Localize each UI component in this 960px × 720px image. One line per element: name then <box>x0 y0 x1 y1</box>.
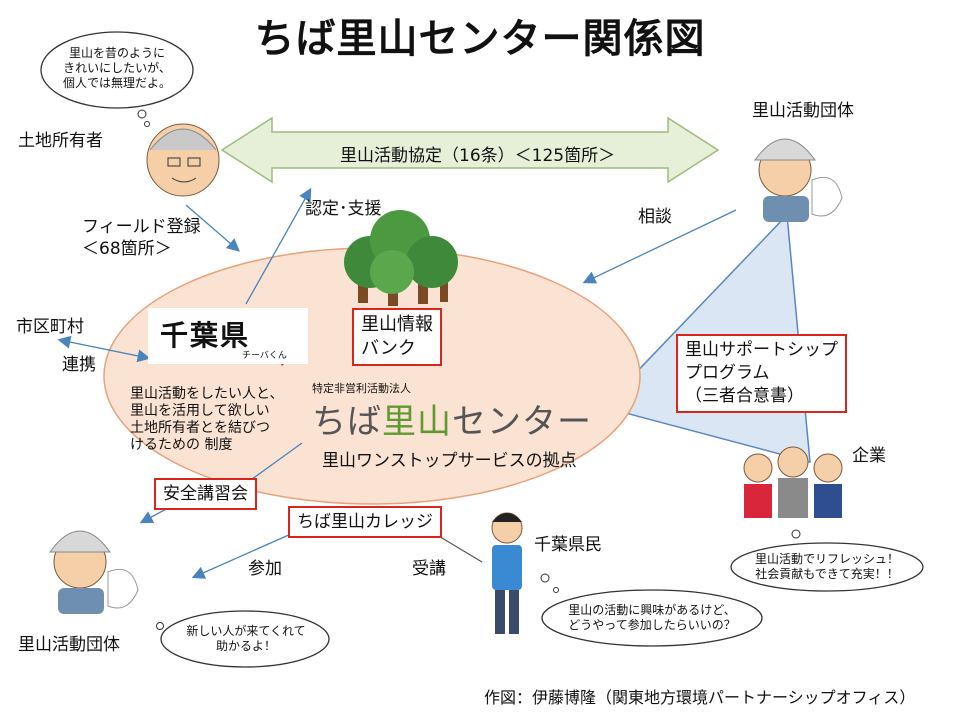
center-name-part2: 里山 <box>382 402 452 442</box>
college-box: ちば里山カレッジ <box>288 506 442 538</box>
page-title: ちば里山センター関係図 <box>254 16 706 62</box>
forest-illustration <box>344 210 458 306</box>
citizen-bubble-dot-small <box>553 587 559 593</box>
citizen-illustration <box>491 512 523 634</box>
arrow-municipality-pref <box>57 335 151 363</box>
support-program-line2: プログラム <box>685 363 770 383</box>
group-bubble-dot <box>156 622 164 630</box>
landowner-bubble-text: 里山を昔のように きれいにしたいが、 個人では無理だよ。 <box>62 46 171 90</box>
support-program-box: 里山サポートシップ プログラム （三者合意書） <box>676 334 847 413</box>
municipality-label: 市区町村 <box>16 317 84 337</box>
info-bank-box: 里山情報 バンク <box>352 308 442 366</box>
certify-support-label: 認定･支援 <box>305 199 382 219</box>
line-center-to-safety <box>247 442 303 483</box>
landowner-label: 土地所有者 <box>18 131 103 151</box>
landowner-illustration <box>146 123 220 197</box>
credit-text: 作図：伊藤博隆（関東地方環境パートナーシップオフィス） <box>484 688 916 707</box>
group-bubble-cloud <box>160 610 330 668</box>
landowner-bubble-dot-small <box>144 121 150 127</box>
cooperation-label: 連携 <box>62 355 96 375</box>
group-bottom-label: 里山活動団体 <box>18 635 120 655</box>
arrow-college-to-group <box>191 529 301 579</box>
info-bank-line2: バンク <box>361 338 416 359</box>
support-program-line1: 里山サポートシップ <box>685 340 838 360</box>
group-top-label: 里山活動団体 <box>752 101 854 121</box>
agreement-label: 里山活動協定（16条）＜125箇所＞ <box>340 146 616 166</box>
chiba-kun-caption: チーバくん <box>242 351 287 361</box>
matching-description: 里山活動をしたい人と、 里山を活用して欲しい 土地所有者とを結びつ けるための … <box>130 386 284 453</box>
center-org-type: 特定非営利活動法人 <box>312 382 411 395</box>
center-name: ちば里山センター <box>312 394 592 443</box>
group-bottom-illustration <box>49 530 139 614</box>
company-bubble-cloud <box>730 542 924 592</box>
field-registration-label: フィールド登録 ＜68箇所＞ <box>82 217 201 259</box>
company-illustration <box>743 446 843 518</box>
center-name-part3: センター <box>452 402 592 442</box>
arrow-pref-to-agreement <box>245 187 312 305</box>
info-bank-line1: 里山情報 <box>361 314 433 335</box>
group-top-illustration <box>754 138 843 222</box>
landowner-bubble-dot <box>137 109 147 119</box>
citizen-bubble-dot <box>540 573 550 583</box>
safety-course-box: 安全講習会 <box>154 478 257 510</box>
center-tagline: 里山ワンストップサービスの拠点 <box>322 451 577 471</box>
citizen-bubble-text: 里山の活動に興味があるけど、 どうやって参加したらいいの？ <box>568 603 736 632</box>
support-program-line3: （三者合意書） <box>685 386 804 406</box>
arrow-landowner-to-center <box>185 204 240 252</box>
agreement-double-arrow <box>220 116 720 184</box>
citizen-label: 千葉県民 <box>534 535 602 555</box>
group-bottom-bubble-text: 新しい人が来てくれて 助かるよ！ <box>186 624 306 653</box>
center-name-part1: ちば <box>312 402 382 442</box>
citizen-bubble-cloud <box>541 589 763 647</box>
arrow-group-to-center <box>582 209 737 284</box>
company-label: 企業 <box>852 446 886 466</box>
attend-label: 受講 <box>412 559 446 579</box>
participate-label: 参加 <box>248 559 282 579</box>
company-bubble-dot <box>791 529 801 539</box>
chiba-pref-name: 千葉県 <box>160 319 251 352</box>
landowner-bubble-cloud <box>40 31 194 109</box>
consult-label: 相談 <box>638 207 672 227</box>
chiba-pref-logo: 千葉県 チーバくん <box>148 308 308 364</box>
company-bubble-text: 里山活動でリフレッシュ！ 社会貢献もできて充実！！ <box>754 552 899 581</box>
